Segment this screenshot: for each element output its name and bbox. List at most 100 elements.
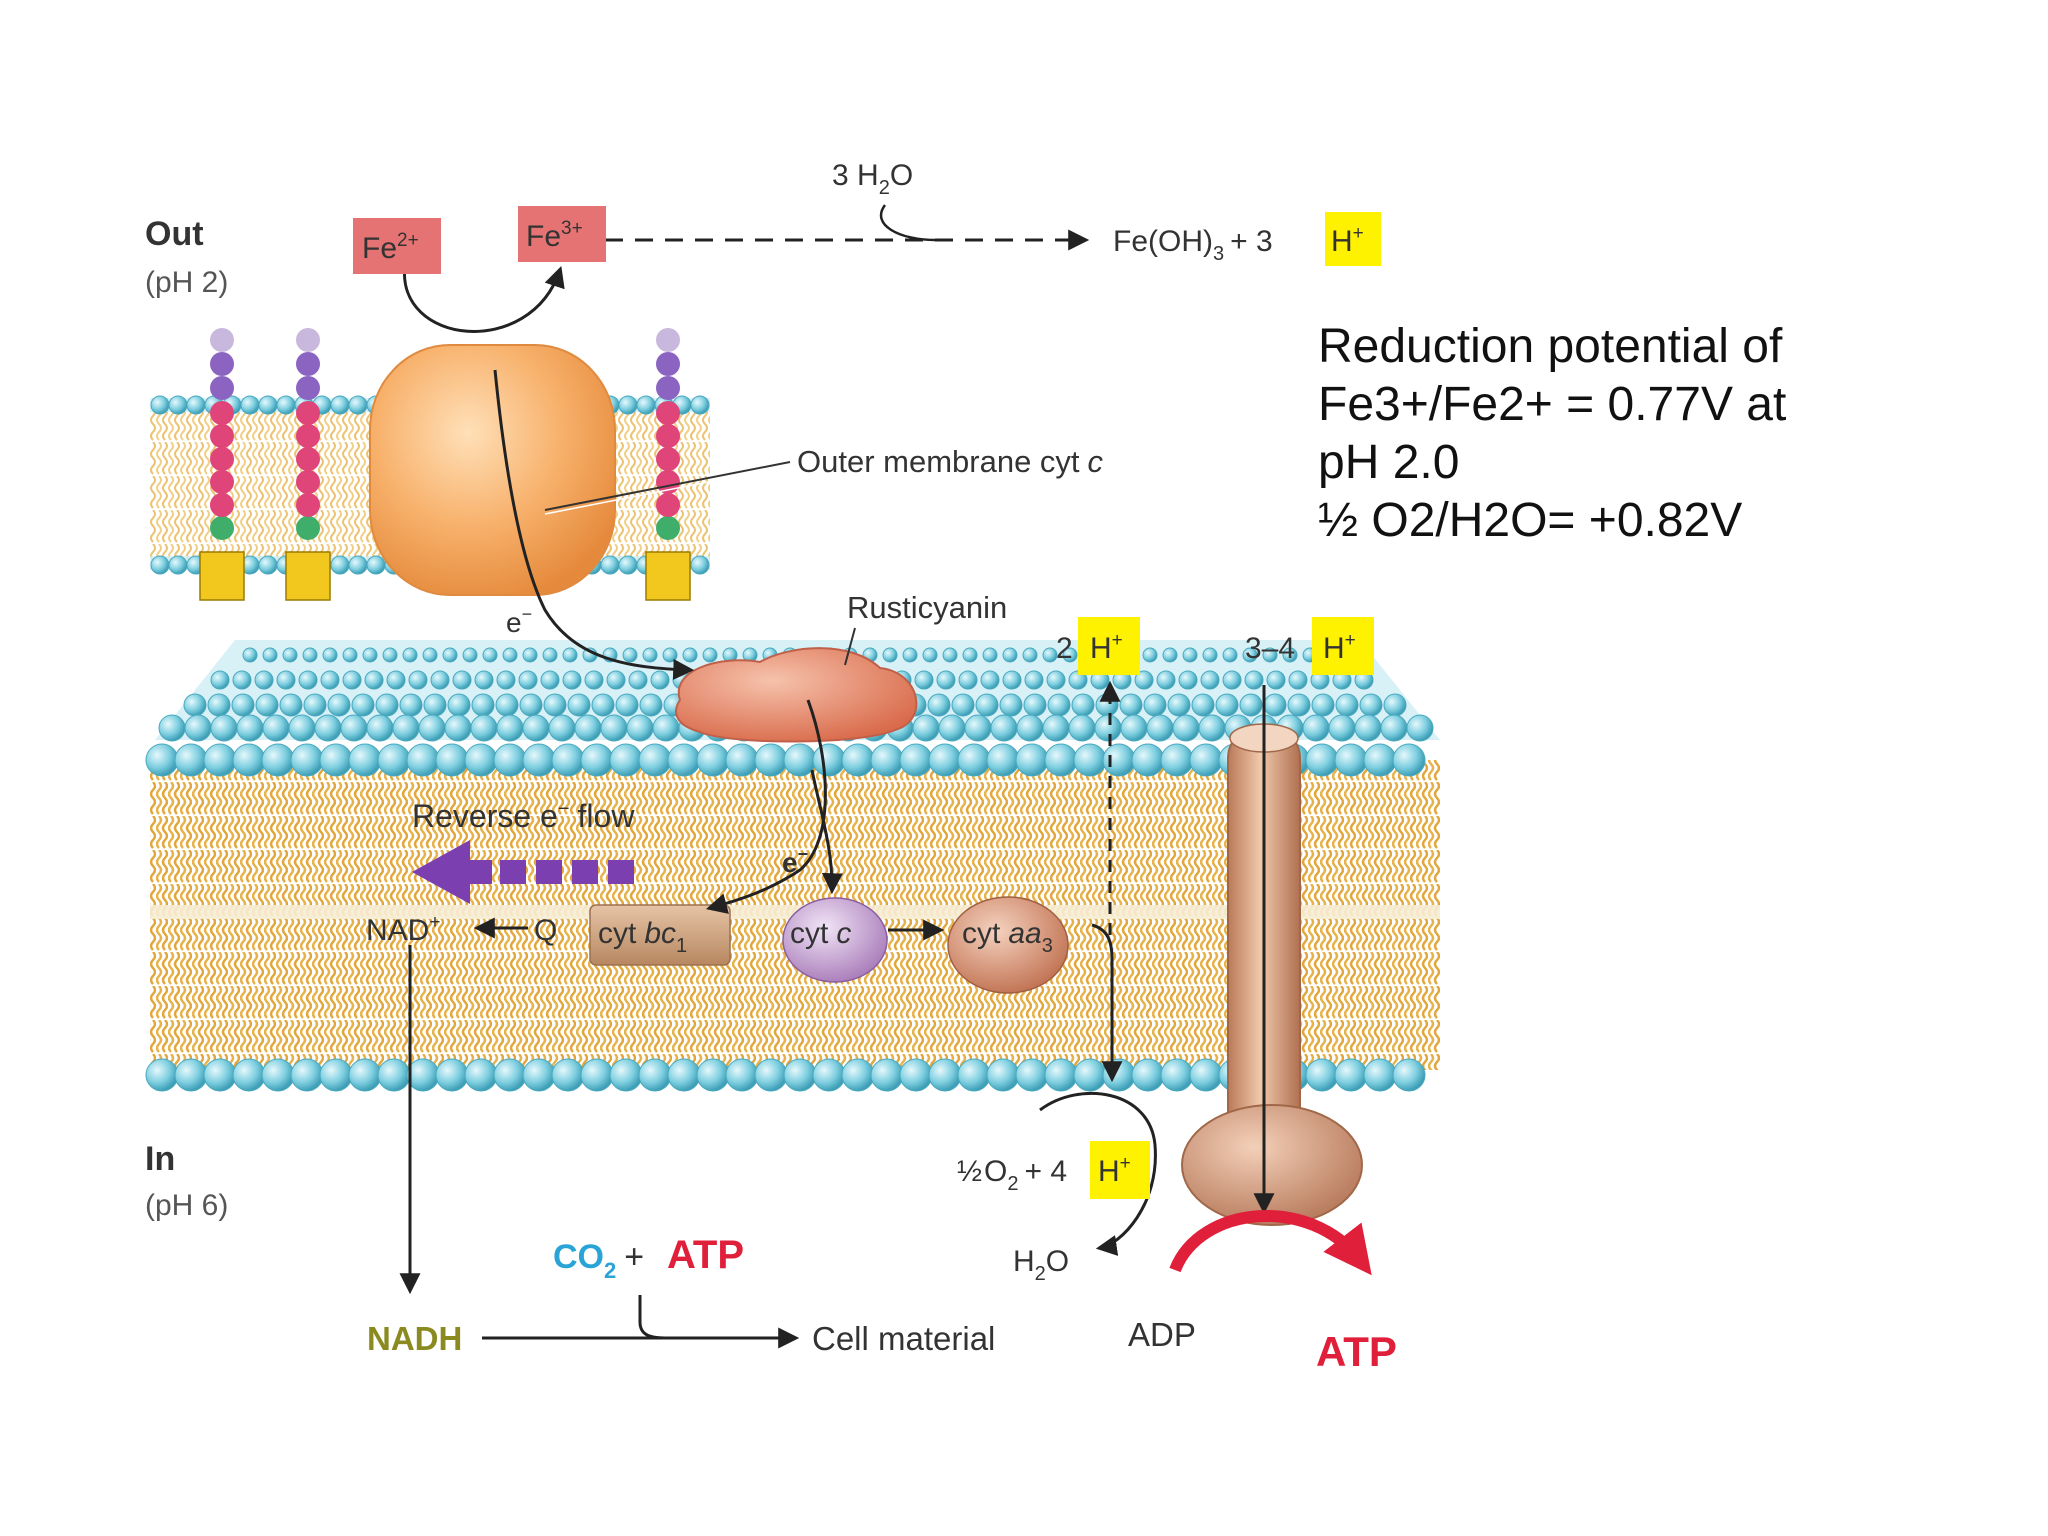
inner-membrane-lipid-head: [362, 647, 378, 663]
inner-membrane-lipid-head: [470, 714, 498, 742]
water-label: 3 H2O: [832, 159, 913, 199]
inner-membrane-lipid-head: [1102, 1058, 1136, 1092]
inner-membrane-lipid-head: [447, 693, 471, 717]
inner-membrane-lipid-head: [302, 647, 318, 663]
lps-o-antigen-sugar: [296, 493, 320, 517]
lps-o-antigen-sugar: [296, 424, 320, 448]
inner-membrane-lipid-head: [567, 693, 591, 717]
inner-membrane-lipid-head: [999, 693, 1023, 717]
inner-membrane-lipid-head: [914, 670, 934, 690]
inner-membrane-lipid-head: [464, 743, 498, 777]
lps-terminal-sugar: [296, 328, 320, 352]
inner-membrane-lipid-head: [232, 743, 266, 777]
inner-membrane-lipid-head: [145, 1058, 179, 1092]
lps-lipid-a: [285, 551, 331, 601]
inner-membrane-lipid-head: [1359, 693, 1383, 717]
inner-membrane-lipid-head: [1363, 1058, 1397, 1092]
inner-membrane-lipid-head: [606, 670, 626, 690]
inner-membrane-lipid-head: [1200, 670, 1220, 690]
inner-membrane-lipid-head: [542, 647, 558, 663]
inner-membrane-lipid-head: [1102, 743, 1136, 777]
outer-membrane-lipid-head: [348, 555, 368, 575]
lps-lipid-a: [645, 551, 691, 601]
inner-membrane-lipid-head: [290, 743, 324, 777]
outer-membrane-lipid-head: [600, 555, 620, 575]
inner-membrane-lipid-head: [303, 693, 327, 717]
electron-label-outer: e−: [506, 604, 532, 638]
inner-membrane-lipid-head: [783, 1058, 817, 1092]
inner-membrane-lipid-head: [348, 1058, 382, 1092]
inner-membrane-lipid-head: [322, 647, 338, 663]
inner-membrane-lipid-head: [638, 743, 672, 777]
inner-membrane-lipid-head: [174, 1058, 208, 1092]
inner-membrane-lipid-head: [682, 647, 698, 663]
inner-membrane-lipid-head: [1156, 670, 1176, 690]
inner-membrane-lipid-head: [938, 714, 966, 742]
lps-o-antigen-sugar: [296, 401, 320, 425]
lps-o-antigen-sugar: [210, 352, 234, 376]
inner-membrane-lipid-head: [662, 647, 678, 663]
rusticyanin-pointer: [844, 627, 856, 666]
oxygen-label: ½O2+ 4: [957, 1155, 1067, 1195]
inner-membrane-lipid-head: [255, 693, 279, 717]
electron-path-to-bc1: [705, 699, 827, 914]
lps-o-antigen-sugar: [210, 470, 234, 494]
h-highlight-top: [1325, 212, 1381, 266]
inner-membrane-lipid-head: [1134, 670, 1154, 690]
inner-membrane-lipid-head: [642, 647, 658, 663]
inner-membrane-lipid-head: [702, 647, 718, 663]
inner-membrane-lipid-head: [207, 693, 231, 717]
note-line-3: pH 2.0: [1318, 436, 1460, 489]
outer-membrane-lipid-head: [618, 395, 638, 415]
inner-membrane-lipid-head: [1024, 670, 1044, 690]
inner-membrane-lipid-head: [622, 647, 638, 663]
inner-membrane-lipid-head: [364, 670, 384, 690]
lps-o-antigen-sugar: [296, 470, 320, 494]
inner-membrane-lipid-head: [422, 647, 438, 663]
oxygen-h-plus: H+: [1098, 1153, 1131, 1188]
inner-membrane-lipid-head: [522, 743, 556, 777]
inner-membrane-lipid-head: [1023, 693, 1047, 717]
inner-membrane-lipid-head: [990, 714, 1018, 742]
outer-membrane-lipid-head: [150, 395, 170, 415]
inner-membrane-lipid-head: [609, 743, 643, 777]
inner-membrane-lipid-head: [584, 670, 604, 690]
inner-membrane-lipid-head: [319, 743, 353, 777]
feoh3-label: Fe(OH)3+ 3: [1113, 225, 1273, 265]
fe2-label: Fe2+: [362, 230, 419, 265]
inner-membrane-lipid-head: [464, 1058, 498, 1092]
note-line-1: Reduction potential of: [1318, 320, 1783, 373]
outer-membrane-lipid-head: [258, 555, 278, 575]
inner-membrane-lipid-head: [262, 647, 278, 663]
inner-membrane-lipid-head: [696, 1058, 730, 1092]
inner-membrane-lipid-head: [382, 647, 398, 663]
inner-membrane-lipid-head: [548, 714, 576, 742]
inner-membrane-lipid-head: [1044, 743, 1078, 777]
arrow-aa3-down: [1091, 923, 1123, 1083]
inner-membrane-lipid-head: [1046, 670, 1066, 690]
inner-membrane-lipid-head: [423, 693, 447, 717]
inner-membrane-lipid-head: [1162, 647, 1178, 663]
inner-membrane-lipid-head: [1244, 670, 1264, 690]
two-h-plus: H+: [1090, 630, 1123, 665]
inner-membrane-lipid-head: [1016, 714, 1044, 742]
inner-membrane-lipid-head: [430, 670, 450, 690]
inner-membrane-lipid-head: [351, 693, 375, 717]
cell-material-label: Cell material: [812, 1320, 995, 1357]
lps-o-antigen-sugar: [296, 352, 320, 376]
atp-red-label: ATP: [667, 1233, 744, 1277]
rusticyanin-protein: [675, 647, 918, 743]
inner-membrane-lipid-head: [474, 670, 494, 690]
inner-membrane-lipid-head: [667, 1058, 701, 1092]
inner-membrane-lipid-head: [1334, 1058, 1368, 1092]
inner-membrane-lipid-head: [812, 743, 846, 777]
h-highlight-34h: [1312, 617, 1374, 675]
inner-membrane-lipid-head: [399, 693, 423, 717]
inner-membrane-lipid-head: [986, 1058, 1020, 1092]
electron-path-outer: [493, 369, 695, 680]
adp-label: ADP: [1128, 1316, 1196, 1353]
outer-membrane-lipid-head: [690, 555, 710, 575]
inner-membrane-lipid-head: [261, 1058, 295, 1092]
inner-membrane-lipid-head: [628, 670, 648, 690]
